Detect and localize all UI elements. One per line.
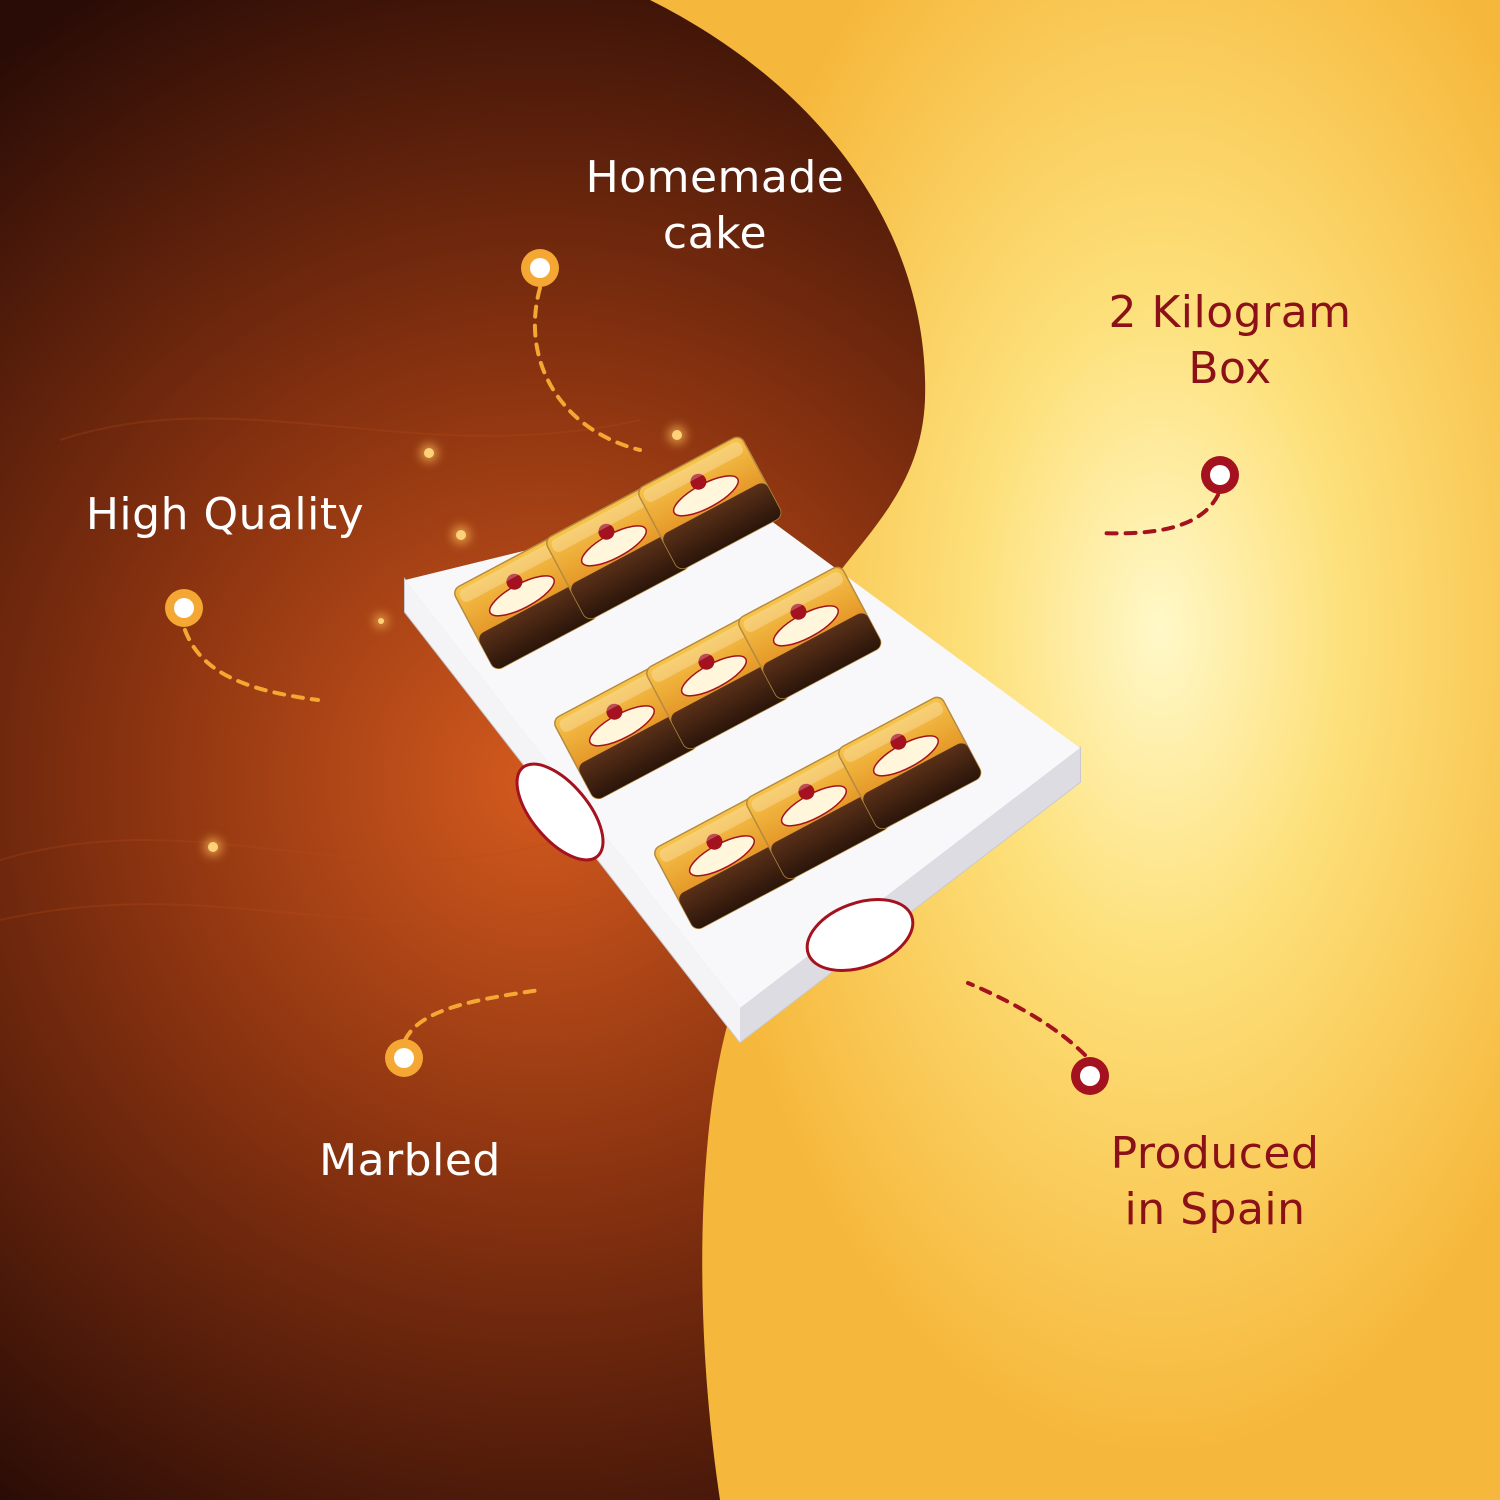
cake-piece	[638, 436, 782, 570]
connector-marbled	[403, 988, 542, 1042]
connector-origin	[966, 981, 1087, 1057]
feature-marbled-line1: Marbled	[319, 1135, 501, 1186]
marker-marbled	[385, 1039, 423, 1077]
cake-piece	[738, 566, 882, 700]
connector-weight	[1096, 493, 1220, 536]
feature-homemade-line1: Homemade	[585, 152, 845, 203]
connector-quality	[183, 628, 320, 702]
feature-high-quality: High Quality	[60, 487, 390, 543]
marker-quality	[165, 589, 203, 627]
marker-origin	[1071, 1057, 1109, 1095]
marker-homemade	[521, 249, 559, 287]
feature-origin: Produced in Spain	[1070, 1126, 1360, 1238]
cake-piece	[838, 696, 982, 830]
sparkle-5	[378, 618, 384, 624]
sparkle-4	[208, 842, 218, 852]
connector-homemade	[532, 286, 642, 452]
cake-grid	[454, 436, 982, 930]
feature-origin-line1: Produced	[1110, 1128, 1320, 1179]
feature-marbled: Marbled	[300, 1133, 520, 1189]
marker-weight	[1201, 456, 1239, 494]
decor-swirls	[0, 417, 641, 923]
feature-homemade-cake: Homemade cake	[560, 150, 870, 262]
feature-weight: 2 Kilogram Box	[1080, 285, 1380, 397]
feature-homemade-line2: cake	[662, 208, 768, 259]
box-side-logo	[515, 762, 915, 972]
feature-quality-line1: High Quality	[85, 489, 365, 540]
feature-weight-line2: Box	[1188, 343, 1272, 394]
feature-weight-line1: 2 Kilogram	[1108, 287, 1352, 338]
feature-origin-line2: in Spain	[1124, 1184, 1306, 1235]
sparkle-2	[456, 530, 466, 540]
sparkle-1	[424, 448, 434, 458]
sparkle-3	[672, 430, 682, 440]
